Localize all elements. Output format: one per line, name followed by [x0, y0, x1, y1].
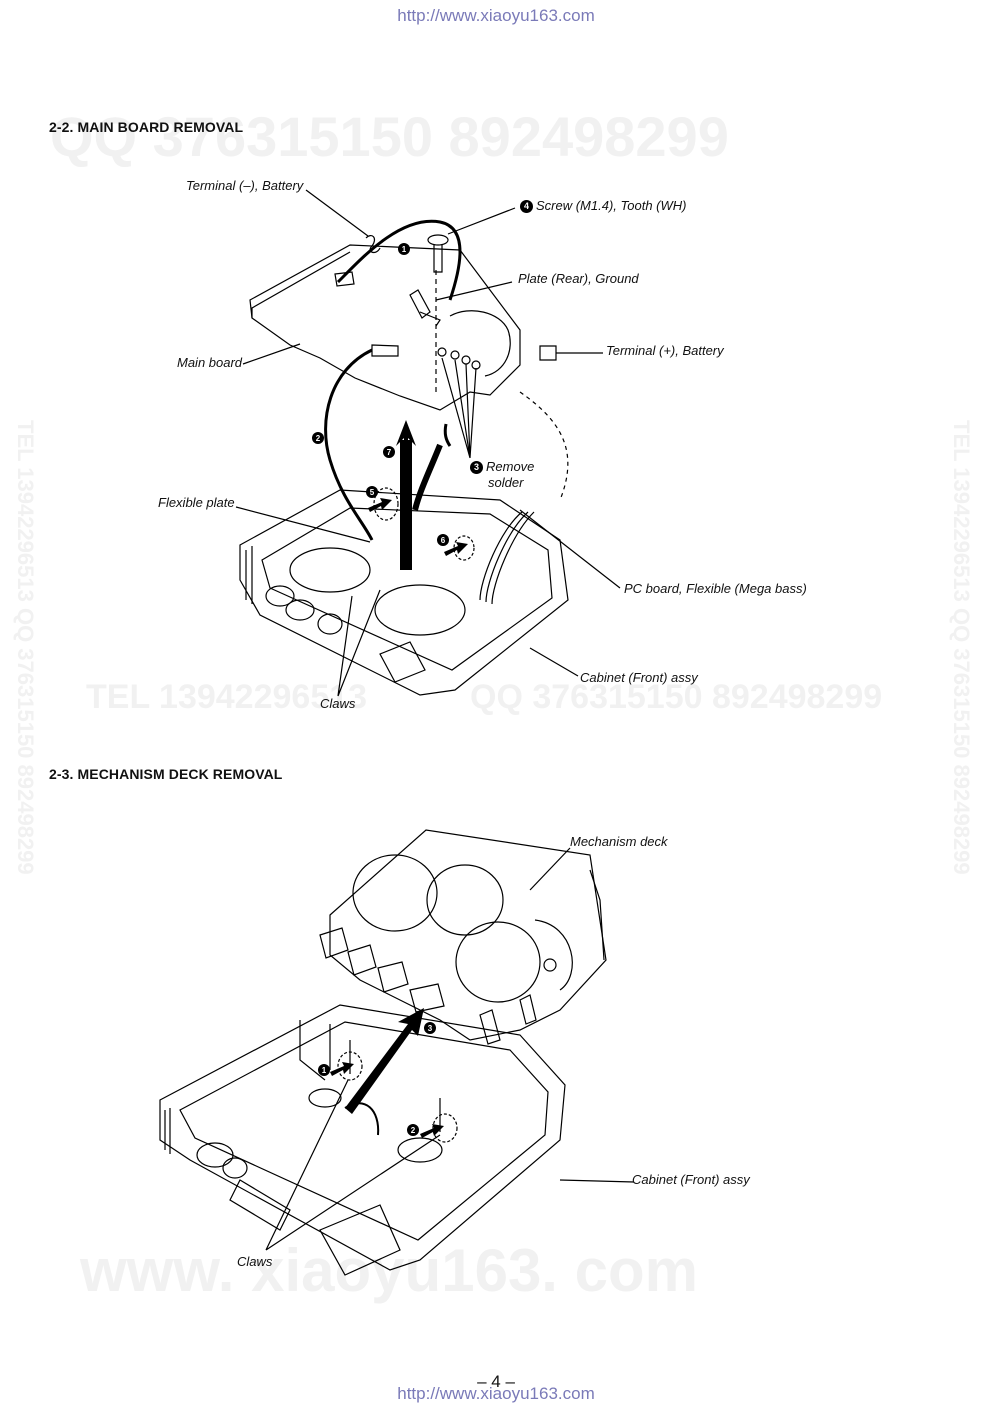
section-2-2-title: 2-2. MAIN BOARD REMOVAL: [49, 119, 244, 135]
label-flexible-plate: Flexible plate: [158, 495, 235, 510]
label-mechanism-deck: Mechanism deck: [570, 834, 668, 849]
step-badges-section-2-2: 1 2 5 6 7: [312, 243, 449, 546]
header-url[interactable]: http://www.xiaoyu163.com: [397, 6, 595, 25]
footer-url[interactable]: http://www.xiaoyu163.com: [397, 1384, 595, 1403]
step-4-badge: 4: [520, 200, 533, 213]
label-cabinet-front-assy-2: Cabinet (Front) assy: [632, 1172, 750, 1187]
deck-step-3-badge: 3: [428, 1024, 433, 1033]
label-pc-board-flexible: PC board, Flexible (Mega bass): [624, 581, 807, 596]
step-7-badge: 7: [387, 448, 392, 457]
step-3-badge: 3: [470, 461, 483, 474]
step-2-badge: 2: [316, 434, 321, 443]
label-solder: solder: [488, 475, 524, 490]
label-plate-rear-ground: Plate (Rear), Ground: [518, 271, 639, 286]
label-terminal-minus-battery: Terminal (–), Battery: [186, 178, 304, 193]
label-claws-1: Claws: [320, 696, 356, 711]
step-6-badge: 6: [441, 536, 446, 545]
deck-step-2-badge: 2: [411, 1126, 416, 1135]
step-badges-section-2-3: 1 2 3: [318, 1022, 436, 1136]
page-number: – 4 –: [477, 1372, 515, 1391]
watermark-tel-mid: TEL 13942296513: [86, 678, 368, 716]
label-claws-2: Claws: [237, 1254, 273, 1269]
label-main-board: Main board: [177, 355, 243, 370]
section-2-3-title: 2-3. MECHANISM DECK REMOVAL: [49, 766, 283, 782]
step-5-badge: 5: [370, 488, 375, 497]
deck-step-1-badge: 1: [322, 1066, 327, 1075]
watermark-qq-top: QQ 376315150 892498299: [50, 105, 729, 168]
label-terminal-plus-battery: Terminal (+), Battery: [606, 343, 724, 358]
watermark-qq-mid: QQ 376315150 892498299: [470, 678, 883, 716]
label-cabinet-front-assy-1: Cabinet (Front) assy: [580, 670, 698, 685]
step-1-badge: 1: [402, 245, 407, 254]
watermark-web-bottom: www. xiaoyu163. com: [80, 1237, 699, 1304]
